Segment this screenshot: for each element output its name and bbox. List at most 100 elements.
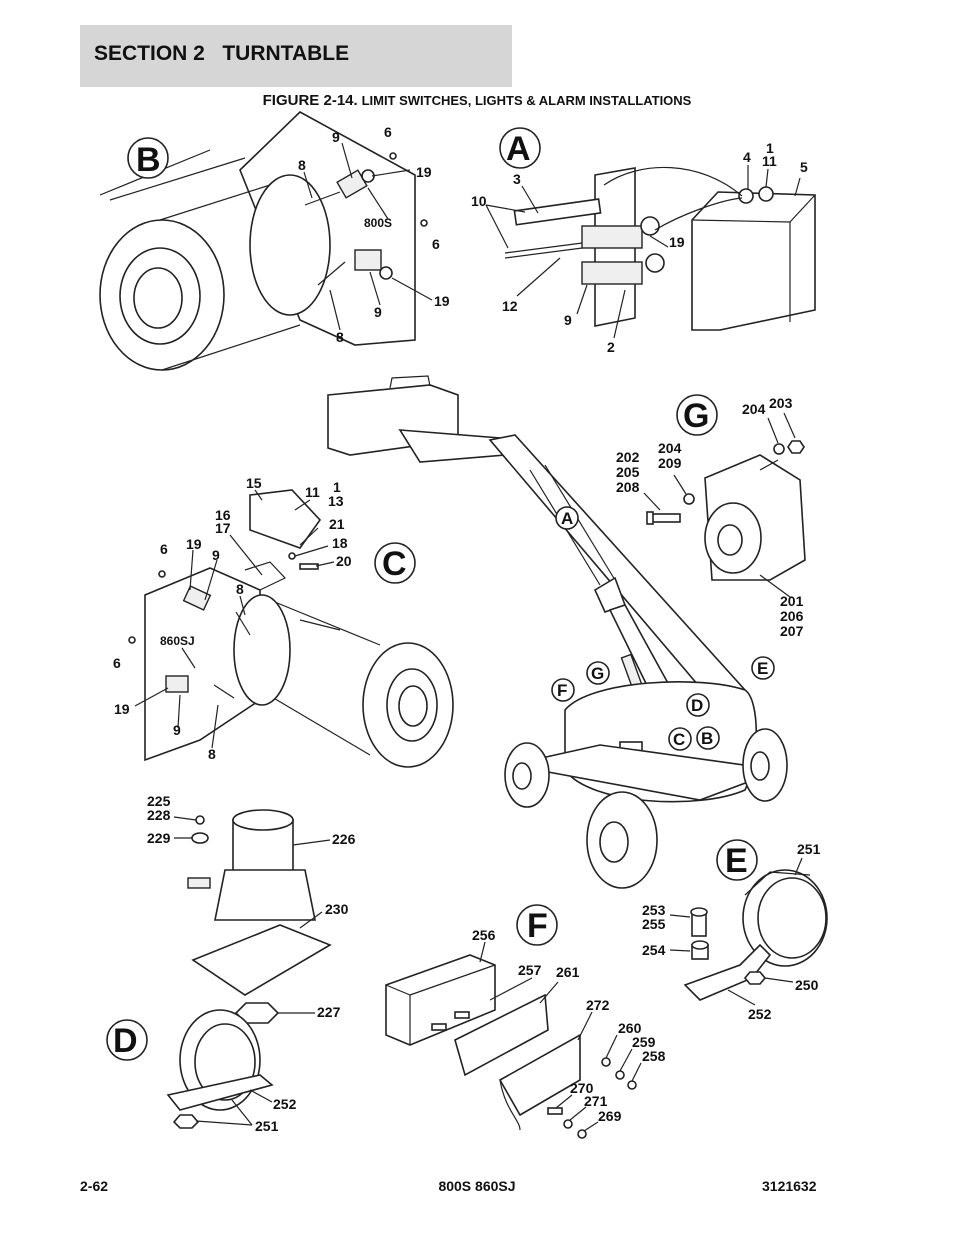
view-d-circle <box>106 1019 148 1061</box>
machine-marker-d: D <box>691 696 703 715</box>
callout-label: 13 <box>328 493 344 509</box>
callout-label: 1 <box>333 479 341 495</box>
callout-label: 18 <box>332 535 348 551</box>
callout-label: 12 <box>502 298 518 314</box>
view-g-letter: G <box>683 397 709 435</box>
machine-drawing <box>327 375 788 889</box>
figure-number: FIGURE 2-14. <box>262 92 358 109</box>
view-g-circle <box>676 394 718 436</box>
view-b-leaders <box>303 142 433 331</box>
callout-label: 9 <box>374 304 382 320</box>
callout-label: 253 <box>642 902 666 918</box>
callout-label: 1 <box>766 140 774 156</box>
view-d-letter: D <box>113 1022 138 1060</box>
view-c-letter: C <box>382 545 407 583</box>
callout-label: 17 <box>215 520 231 536</box>
callout-label: 251 <box>255 1118 279 1134</box>
callout-label: 9 <box>212 547 220 563</box>
callout-label: 2 <box>607 339 615 355</box>
view-b-circle <box>127 137 169 179</box>
callout-label: 5 <box>800 159 808 175</box>
view-g-drawing <box>646 440 806 581</box>
page-number: 2-62 <box>80 1178 109 1194</box>
view-a-leaders <box>485 165 801 339</box>
callout-label: 19 <box>434 293 450 309</box>
view-d-leaders <box>173 816 331 1126</box>
view-f-circle <box>516 904 558 946</box>
machine-marker-b: B <box>701 729 713 748</box>
view-g-leaders <box>643 412 796 598</box>
callout-label: 6 <box>384 124 392 140</box>
callout-label: 251 <box>797 841 821 857</box>
callout-label: 800S <box>364 216 392 230</box>
callout-label: 3 <box>513 171 521 187</box>
figure-title: FIGURE 2-14. LIMIT SWITCHES, LIGHTS & AL… <box>0 92 954 109</box>
callout-label: 230 <box>325 901 349 917</box>
callout-label: 272 <box>586 997 610 1013</box>
callout-label: 252 <box>748 1006 772 1022</box>
section-title: SECTION 2 TURNTABLE <box>94 42 350 65</box>
figure-caption: LIMIT SWITCHES, LIGHTS & ALARM INSTALLAT… <box>361 93 692 108</box>
model-name: 800S 860SJ <box>438 1178 516 1194</box>
callout-label: 19 <box>114 701 130 717</box>
machine-view-markers <box>551 506 775 751</box>
callout-label: 205 <box>616 464 640 480</box>
view-e-leaders <box>669 857 803 1006</box>
callout-label: 4 <box>743 149 751 165</box>
callout-label: 6 <box>432 236 440 252</box>
callout-label: 11 <box>305 484 320 500</box>
callout-label: 19 <box>186 536 202 552</box>
view-f-letter: F <box>527 907 548 945</box>
view-f-leaders <box>479 941 642 1132</box>
callout-label: 207 <box>780 623 804 639</box>
callout-label: 225 <box>147 793 171 809</box>
view-a-letter: A <box>506 130 531 168</box>
callout-label: 11 <box>762 153 777 169</box>
callout-label: 208 <box>616 479 640 495</box>
callout-label: 16 <box>215 507 231 523</box>
view-c-drawing <box>128 489 454 768</box>
view-c-circle <box>374 542 416 584</box>
callout-label: 15 <box>246 475 262 491</box>
machine-marker-f: F <box>557 681 567 700</box>
callout-label: 255 <box>642 916 666 932</box>
callout-label: 229 <box>147 830 171 846</box>
callout-label: 6 <box>160 541 168 557</box>
callout-label: 254 <box>642 942 666 958</box>
callout-label: 19 <box>416 164 432 180</box>
machine-marker-a: A <box>561 509 573 528</box>
view-c-leaders <box>134 489 335 749</box>
callout-label: 21 <box>329 516 345 532</box>
callout-label: 8 <box>336 329 344 345</box>
view-b-drawing <box>99 111 428 371</box>
machine-marker-c: C <box>673 730 685 749</box>
callout-label: 226 <box>332 831 356 847</box>
callout-label: 204 <box>742 401 766 417</box>
view-a-drawing <box>504 166 816 331</box>
view-e-letter: E <box>725 842 748 880</box>
callout-label: 9 <box>173 722 181 738</box>
machine-marker-g: G <box>591 664 604 683</box>
callout-label: 9 <box>564 312 572 328</box>
section-header-box <box>80 25 512 87</box>
callout-label: 252 <box>273 1096 297 1112</box>
callout-label: 19 <box>669 234 685 250</box>
callout-label: 8 <box>236 581 244 597</box>
callout-label: 204 <box>658 440 682 456</box>
view-b-letter: B <box>136 141 161 179</box>
view-e-circle <box>716 839 758 881</box>
callout-label: 209 <box>658 455 682 471</box>
view-d-drawing <box>166 809 332 1129</box>
machine-marker-e: E <box>757 659 768 678</box>
callout-label: 9 <box>332 129 340 145</box>
callout-label: 203 <box>769 395 793 411</box>
callout-label: 271 <box>584 1093 608 1109</box>
callout-label: 257 <box>518 962 542 978</box>
callout-label: 261 <box>556 964 580 980</box>
callout-label: 228 <box>147 807 171 823</box>
callout-label: 256 <box>472 927 496 943</box>
view-e-drawing <box>683 869 828 1001</box>
callout-label: 8 <box>298 157 306 173</box>
callout-label: 10 <box>471 193 487 209</box>
